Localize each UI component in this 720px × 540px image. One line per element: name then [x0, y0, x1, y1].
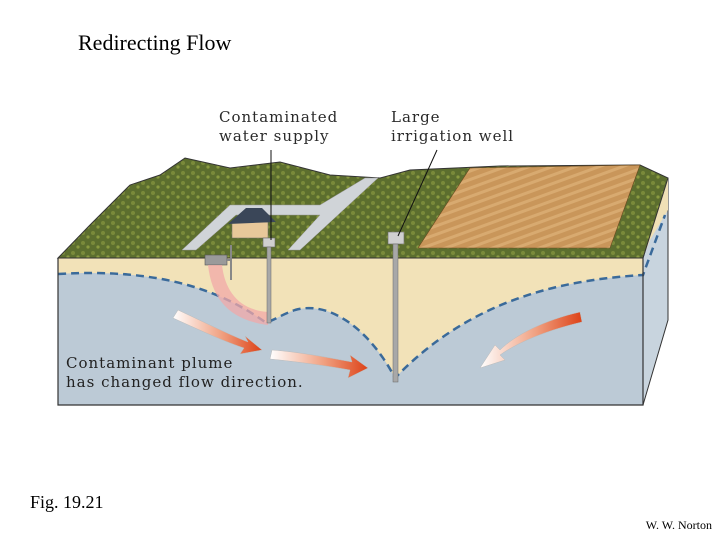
annotation-line: Contaminant plume: [66, 354, 234, 372]
irrigation-well-label: Large irrigation well: [391, 108, 514, 146]
figure-label: Fig. 19.21: [30, 492, 104, 512]
flow-arrow-right: [479, 311, 583, 369]
road: [181, 177, 379, 251]
irrigation-well-icon: [387, 231, 405, 383]
contaminant-plume: [208, 265, 268, 325]
water-table-line: [57, 214, 667, 381]
contaminated-well-icon: [262, 237, 276, 324]
publisher-credit: W. W. Norton: [645, 518, 712, 532]
callout-line: Contaminated: [219, 108, 339, 126]
flow-arrow-left: [172, 309, 263, 355]
callout-line: irrigation well: [391, 127, 515, 145]
slide-title: Redirecting Flow: [78, 30, 232, 55]
flow-arrow-middle: [269, 349, 369, 379]
farm-field: [417, 164, 641, 249]
annotation-line: has changed flow direction.: [66, 373, 304, 391]
callout-line: Large: [391, 108, 441, 126]
contaminated-water-supply-label: Contaminated water supply: [219, 108, 338, 146]
leader-line-irrigation: [397, 149, 438, 237]
callout-line: water supply: [219, 127, 330, 145]
unsaturated-zone: [58, 258, 643, 378]
plume-annotation: Contaminant plume has changed flow direc…: [66, 354, 304, 392]
house-icon: [228, 208, 276, 239]
